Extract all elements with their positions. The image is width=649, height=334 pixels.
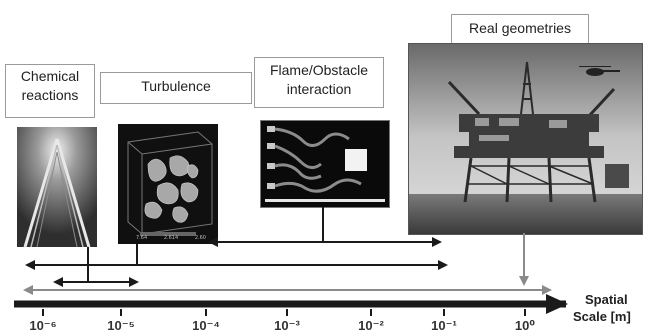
turbulence-colorbar-labels: 7.64 2.614 2.60	[136, 235, 206, 241]
colorbar-label-mid: 2.614	[163, 235, 179, 241]
real-geometries-text: Real geometries	[469, 20, 571, 36]
chemical-reactions-label: Chemical reactions	[5, 64, 95, 118]
colorbar-label-max: 2.60	[194, 235, 206, 241]
flame-obstacle-text: Flame/Obstacle interaction	[269, 62, 369, 97]
flame-obstacle-label: Flame/Obstacle interaction	[254, 57, 384, 108]
real-geometries-image	[408, 43, 643, 235]
tick-label-6: 10⁻¹	[431, 318, 457, 333]
axis-title-line2: Scale [m]	[573, 309, 631, 324]
real-geometries-label: Real geometries	[451, 14, 589, 46]
tick-label-4: 10⁻³	[274, 318, 300, 333]
tick-label-7: 10⁰	[514, 318, 536, 333]
chemical-reactions-image	[17, 127, 97, 247]
turbulence-text: Turbulence	[141, 78, 211, 94]
flame-obstacle-image	[260, 120, 390, 208]
chemical-reactions-text: Chemical reactions	[20, 68, 80, 103]
colorbar-label-min: 7.64	[136, 235, 148, 241]
tick-label-5: 10⁻²	[358, 318, 384, 333]
axis-title-line1: Spatial	[585, 292, 628, 307]
turbulence-label: Turbulence	[100, 72, 252, 104]
tick-label-1: 10⁻⁶	[29, 318, 57, 333]
turbulence-image: 7.64 2.614 2.60	[118, 124, 218, 244]
tick-label-2: 10⁻⁵	[107, 318, 135, 333]
tick-label-3: 10⁻⁴	[192, 318, 220, 333]
